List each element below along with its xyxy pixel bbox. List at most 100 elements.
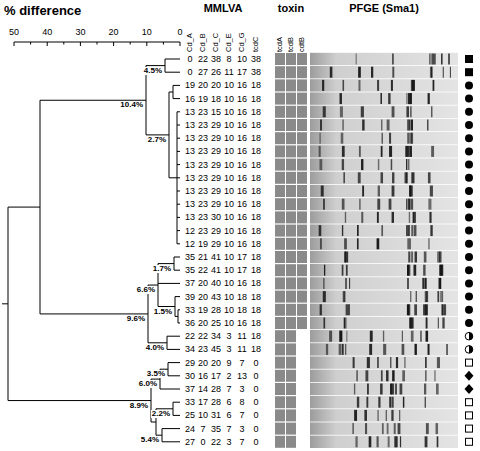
table-cell: 7 [239,411,244,420]
table-cell: 13 [185,134,195,143]
branch-percent-holder: 8.9% [129,402,149,410]
table-cell-holder: 19 [185,81,195,90]
gel-band [339,344,341,355]
dendrogram-branch [174,257,180,258]
open-square [466,438,473,445]
table-cell-holder: 7 [226,424,231,433]
branch-percent: 10.4% [119,101,144,109]
gel-lane [310,66,458,78]
toxin-cell [286,145,296,157]
toxin-cell [297,159,307,171]
gel-band [353,357,355,368]
table-cell: 10 [224,226,234,235]
table-cell-holder: 7 [200,424,205,433]
gel-band [408,199,411,210]
table-cell-holder: 13 [185,121,195,130]
gel-lane [310,356,458,368]
gel-band [441,304,444,315]
table-cell: 11 [237,332,246,341]
toxin-cell [286,225,296,237]
toxin-cell [275,198,285,210]
table-cell-holder: 10 [224,226,234,235]
gel-band [380,93,381,104]
gel-band [370,331,373,342]
gel-band [355,436,357,447]
toxin-cell [297,291,307,303]
table-cell: 36 [185,319,195,328]
table-cell: 13 [185,160,195,169]
table-cell: 19 [198,305,208,314]
table-cell: 34 [185,345,195,354]
gel-lane [310,79,458,91]
table-cell: 40 [211,279,221,288]
table-cell-holder: 10 [224,239,234,248]
table-cell-holder: 16 [237,173,247,182]
gel-lane [310,198,458,210]
toxin-cell [275,396,285,408]
table-cell: 0 [253,437,258,446]
table-cell: 31 [211,411,221,420]
table-cell: 11 [224,68,233,77]
table-cell: 37 [185,385,195,394]
toxin-cell [297,317,307,329]
gel-band [411,252,413,263]
toxin-cell [297,145,307,157]
gel-band [342,159,344,170]
table-cell-holder: 16 [237,94,247,103]
gel-band [348,304,349,315]
gel-band [402,370,405,381]
table-cell: 16 [237,279,247,288]
gel-band [406,106,409,117]
axis-number-holder: 20 [109,28,119,37]
table-cell-holder: 16 [237,213,247,222]
table-cell: 0 [253,424,258,433]
gel-band [361,212,363,223]
gel-band [437,436,439,447]
table-cell: 29 [211,134,221,143]
gel-band [411,120,413,131]
table-cell: 20 [198,279,208,288]
gel-band [428,172,431,183]
gel-band [412,80,415,91]
gel-band [399,410,400,421]
filled-circle [465,174,473,182]
table-cell: 22 [198,55,208,64]
gel-band [356,54,357,65]
dendrogram-branch [162,428,180,429]
table-cell-holder: 17 [211,371,221,380]
toxin-cell [286,423,296,435]
table-cell-holder: 16 [198,371,208,380]
table-cell-holder: 16 [237,134,247,143]
table-cell-holder: 23 [198,345,208,354]
table-cell-holder: 31 [211,411,221,420]
gel-band [409,318,411,329]
column-header-holder: tcdA [276,37,284,52]
table-cell-holder: 36 [185,319,195,328]
gel-band [377,199,380,210]
table-cell: 29 [211,226,221,235]
gel-lane [310,277,458,289]
gel-lane [310,145,458,157]
toxin-cell [297,277,307,289]
toxin-cell [286,66,296,78]
table-cell-holder: 23 [198,121,208,130]
table-cell-holder: 22 [198,266,208,275]
table-cell: 10 [224,279,234,288]
gel-band [425,291,427,302]
table-cell-holder: 23 [198,226,208,235]
table-cell: 23 [198,345,208,354]
gel-band [407,265,410,276]
table-cell: 23 [198,187,208,196]
gel-lane [310,158,458,170]
table-cell: 18 [251,213,261,222]
table-cell-holder: 11 [237,345,246,354]
table-cell: 17 [198,398,208,407]
table-cell: 17 [237,266,247,275]
toxin-cell [297,211,307,223]
gel-band [345,278,347,289]
table-cell: 41 [211,253,221,262]
branch-percent: 2.7% [147,136,167,144]
table-cell-holder: 18 [237,292,247,301]
gel-band [437,252,440,263]
table-cell-holder: 29 [211,239,221,248]
